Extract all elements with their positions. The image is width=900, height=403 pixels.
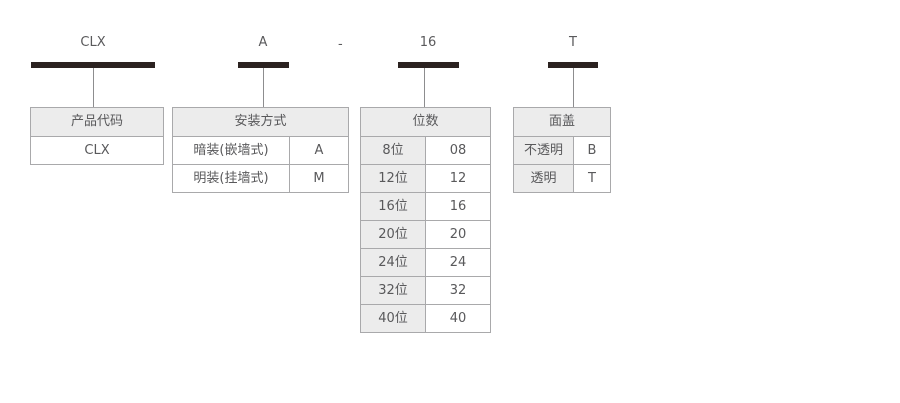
table-header-cell: 产品代码: [30, 107, 164, 137]
connector-stem-product-code: [93, 68, 94, 107]
table-cell-name: 12位: [360, 164, 426, 193]
table-row: 24位 24: [360, 248, 492, 277]
table-cell-value: 16: [424, 192, 492, 221]
table-cell-name: 暗装(嵌墙式): [172, 136, 290, 165]
table-header-cell: 位数: [359, 107, 492, 137]
table-cell-name: 20位: [360, 220, 426, 249]
table-row: 8位 08: [360, 136, 492, 165]
table-cell-name: 不透明: [513, 136, 574, 165]
table-cell-value: T: [572, 164, 612, 193]
table-cell-name: 8位: [360, 136, 426, 165]
table-row: 12位 12: [360, 164, 492, 193]
spec-table-mounting-type: 安装方式 暗装(嵌墙式) A 明装(挂墙式) M: [171, 107, 350, 193]
spec-table-product-code: 产品代码 CLX: [30, 107, 164, 165]
table-row: 32位 32: [360, 276, 492, 305]
table-cell-name: 透明: [513, 164, 574, 193]
code-bar-way-count: [398, 62, 459, 68]
table-cell-value: 08: [424, 136, 492, 165]
table-header-row: 产品代码: [30, 107, 164, 137]
table-header-row: 位数: [359, 107, 492, 137]
code-bar-cover-type: [548, 62, 598, 68]
code-separator-dash: -: [338, 37, 343, 52]
code-label-cover-type: T: [569, 35, 577, 50]
table-row: 16位 16: [360, 192, 492, 221]
spec-table-cover-type: 面盖 不透明 B 透明 T: [512, 107, 612, 193]
table-cell-value: B: [572, 136, 612, 165]
table-cell-name: 明装(挂墙式): [172, 164, 290, 193]
table-header-cell: 安装方式: [171, 107, 350, 137]
table-row: 明装(挂墙式) M: [172, 164, 350, 193]
code-label-way-count: 16: [419, 35, 437, 50]
table-cell-value: 12: [424, 164, 492, 193]
table-header-row: 面盖: [512, 107, 612, 137]
table-cell-value: M: [288, 164, 350, 193]
table-row: 暗装(嵌墙式) A: [172, 136, 350, 165]
code-bar-mounting-type: [238, 62, 289, 68]
table-row: 20位 20: [360, 220, 492, 249]
table-row: 40位 40: [360, 304, 492, 333]
table-cell-value: 40: [424, 304, 492, 333]
table-row: 透明 T: [513, 164, 612, 193]
table-cell-name: 32位: [360, 276, 426, 305]
code-bar-product-code: [31, 62, 155, 68]
code-label-product-code: CLX: [80, 35, 106, 50]
code-label-mounting-type: A: [258, 35, 268, 50]
table-cell-value: A: [288, 136, 350, 165]
table-cell-name: 40位: [360, 304, 426, 333]
connector-stem-mounting-type: [263, 68, 264, 107]
spec-table-way-count: 位数 8位 08 12位 12 16位 16 20位 20 24位 24: [359, 107, 492, 333]
connector-stem-cover-type: [573, 68, 574, 107]
table-cell-name: CLX: [30, 136, 164, 165]
table-cell-value: 24: [424, 248, 492, 277]
table-row: CLX: [30, 136, 164, 165]
table-cell-name: 24位: [360, 248, 426, 277]
connector-stem-way-count: [424, 68, 425, 107]
table-cell-value: 20: [424, 220, 492, 249]
table-header-cell: 面盖: [512, 107, 612, 137]
table-row: 不透明 B: [513, 136, 612, 165]
table-cell-name: 16位: [360, 192, 426, 221]
table-cell-value: 32: [424, 276, 492, 305]
table-header-row: 安装方式: [171, 107, 350, 137]
